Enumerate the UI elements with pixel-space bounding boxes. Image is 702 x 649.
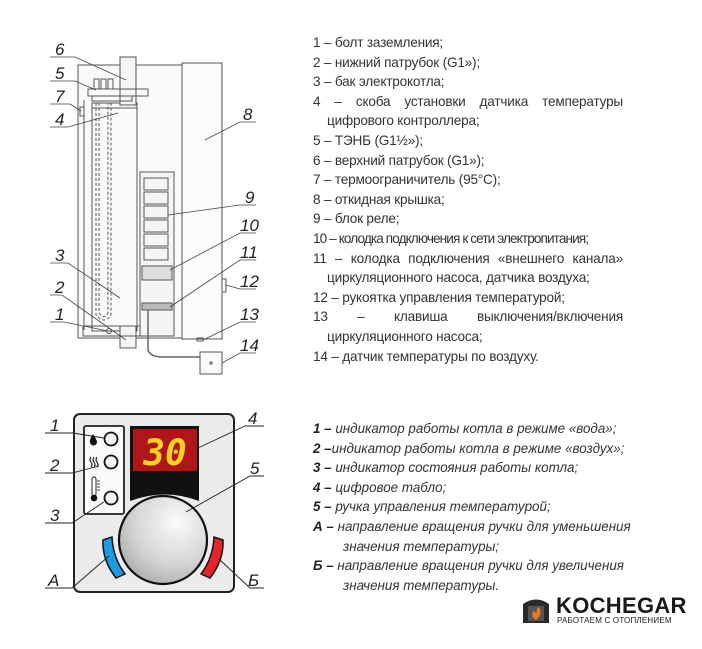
air-mode-indicator	[103, 454, 119, 470]
legend-item: 1 – болт заземления;	[313, 35, 444, 50]
boiler-tank	[91, 102, 138, 332]
control-panel: 30	[73, 413, 235, 593]
legend-item: цифрового контроллера;	[327, 113, 480, 129]
panel-legend: 1 – индикатор работы котла в режиме «вод…	[313, 419, 631, 595]
legend-item: 11 – колодка подключения «внешнего канал…	[313, 250, 623, 266]
legend-item: 13 – клавиша выключения/включения	[313, 309, 623, 325]
increase-arrow	[199, 535, 224, 579]
legend-item: 3 – бак электрокотла;	[313, 74, 445, 90]
panel-callout-4: 4	[248, 409, 257, 428]
relay-block	[139, 171, 175, 337]
logo-tagline: РАБОТАЕМ С ОТОПЛЕНИЕМ	[557, 616, 672, 625]
panel-callouts: 1 2 3 4 5 А Б	[47, 409, 260, 590]
power-terminal	[141, 265, 173, 281]
digital-display	[133, 429, 197, 471]
callout-7: 7	[55, 87, 65, 106]
panel-callout-a: А	[47, 571, 59, 590]
legend-item: 4 – цифровое табло;	[313, 479, 447, 495]
air-sensor	[199, 351, 223, 375]
panel-callout-1: 1	[50, 416, 59, 435]
callout-3: 3	[55, 246, 65, 265]
legend-item: 1 – индикатор работы котла в режиме «вод…	[313, 421, 617, 436]
legend-item: 2 – нижний патрубок (G1»);	[313, 54, 480, 70]
legend-item: циркуляционного насоса, датчика воздуха;	[327, 270, 590, 286]
callout-12: 12	[240, 272, 259, 291]
kochegar-logo: KOCHEGAR РАБОТАЕМ С ОТОПЛЕНИЕМ	[520, 593, 700, 629]
relays	[143, 177, 169, 261]
callout-2: 2	[54, 278, 65, 297]
panel-callout-3: 3	[50, 506, 60, 525]
logo-name: KOCHEGAR	[556, 593, 687, 618]
legend-item: 10 – колодка подключения к сети электроп…	[313, 230, 589, 246]
callout-1: 1	[55, 305, 64, 324]
legend-item: Б – направление вращения ручки для увели…	[313, 558, 624, 574]
thermostat-limiter	[79, 106, 85, 117]
legend-item: циркуляционного насоса;	[327, 328, 483, 344]
legend-item: значения температуры.	[343, 577, 500, 593]
callout-10: 10	[240, 216, 259, 235]
water-drop-icon	[89, 434, 97, 446]
callout-13: 13	[240, 305, 259, 324]
stove-icon	[523, 599, 549, 623]
legend-item: 5 – ТЭНБ (G1½»);	[313, 132, 423, 148]
callout-8: 8	[243, 105, 253, 124]
boiler-drawing	[77, 56, 227, 375]
callout-9: 9	[245, 188, 255, 207]
legend-item: 2 –индикатор работы котла в режиме «возд…	[313, 440, 625, 456]
callout-4: 4	[55, 110, 64, 129]
legend-item: 9 – блок реле;	[313, 211, 400, 227]
status-indicator	[103, 490, 119, 506]
legend-item: 5 – ручка управления температурой;	[313, 499, 551, 515]
hinged-cover	[181, 62, 223, 340]
decrease-arrow	[102, 535, 127, 579]
display-value: 30	[142, 433, 186, 474]
external-terminal	[141, 302, 173, 311]
temperature-handle	[221, 278, 227, 293]
legend-item: 14 – датчик температуры по воздуху.	[313, 348, 539, 364]
panel-callout-b: Б	[248, 571, 259, 590]
temperature-knob[interactable]	[117, 494, 209, 586]
legend-item: 4 – скоба установки датчика температуры	[313, 93, 623, 109]
legend-item: 12 – рукоятка управления температурой;	[313, 289, 565, 305]
panel-callout-2: 2	[49, 456, 60, 475]
legend-item: 6 – верхний патрубок (G1»);	[313, 152, 485, 168]
pump-switch	[196, 337, 204, 342]
water-mode-indicator	[103, 431, 119, 447]
callout-6: 6	[55, 40, 65, 59]
callout-14: 14	[240, 336, 259, 355]
boiler-callouts: 6 5 7 4 8 9 10 11 12 13 14 3 2 1	[54, 40, 259, 355]
upper-pipe	[119, 56, 137, 106]
legend-item: 8 – откидная крышка;	[313, 191, 445, 207]
thermometer-icon	[90, 476, 100, 502]
heating-element	[95, 103, 112, 321]
heat-waves-icon	[89, 456, 99, 468]
legend-item: А – направление вращения ручки для умень…	[313, 518, 631, 534]
callout-11: 11	[240, 243, 258, 262]
callout-5: 5	[55, 64, 65, 83]
panel-callout-5: 5	[250, 459, 260, 478]
legend-item: 3 – индикатор состояния работы котла;	[313, 460, 579, 476]
boiler-legend: 1 – болт заземления; 2 – нижний патрубок…	[313, 33, 623, 366]
legend-item: значения температуры;	[343, 538, 500, 554]
boiler-leader-lines	[50, 56, 256, 364]
legend-item: 7 – термоограничитель (95°С);	[313, 172, 501, 188]
panel-leader-lines	[45, 425, 264, 589]
